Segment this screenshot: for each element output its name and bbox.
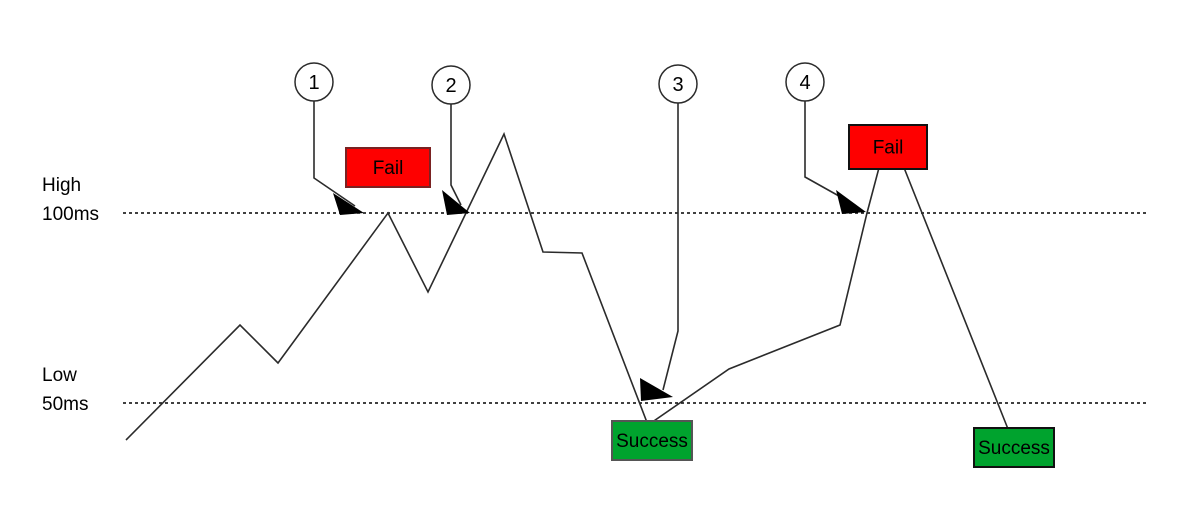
latency-series: [125, 127, 1009, 441]
callout-3-circle[interactable]: [658, 64, 698, 104]
threshold-lines: [123, 212, 1147, 404]
status-badge-success-2[interactable]: Success: [973, 427, 1055, 468]
status-badge-fail-2-label: Fail: [873, 138, 904, 159]
callout-1-arrowhead: [333, 193, 364, 215]
callout-4-number: 4: [799, 72, 810, 94]
status-badge-success-2-box[interactable]: [973, 427, 1055, 468]
status-badge-fail-1-box[interactable]: [345, 147, 431, 188]
callout-4[interactable]: 4: [785, 62, 866, 214]
status-badge-success-1-box[interactable]: [611, 420, 693, 461]
callout-2-arrowhead: [442, 190, 470, 215]
callout-2-leader: [450, 104, 462, 206]
callout-2-number: 2: [445, 75, 456, 97]
status-badge-fail-2[interactable]: Fail: [848, 124, 928, 170]
callout-4-arrowhead: [836, 190, 866, 214]
callout-1-number: 1: [308, 72, 319, 94]
status-badge-success-1-label: Success: [616, 431, 688, 452]
callout-3[interactable]: 3: [640, 64, 698, 401]
callout-2-circle[interactable]: [431, 65, 471, 105]
status-badge-success-2-label: Success: [978, 438, 1050, 459]
callout-4-circle[interactable]: [785, 62, 825, 102]
axis-label-high-value: 100ms: [42, 204, 99, 225]
status-badge-fail-1-label: Fail: [373, 158, 404, 179]
latency-polyline: [125, 127, 1009, 441]
status-badge-fail-1[interactable]: Fail: [345, 147, 431, 188]
status-badge-success-1[interactable]: Success: [611, 420, 693, 461]
callout-1-leader: [313, 101, 356, 207]
status-badge-fail-2-box[interactable]: [848, 124, 928, 170]
callout-4-leader: [804, 101, 856, 206]
callout-3-arrowhead: [640, 378, 673, 401]
callout-3-number: 3: [672, 74, 683, 96]
axis-labels: High 100ms Low 50ms: [42, 175, 99, 415]
axis-label-low-name: Low: [42, 365, 77, 386]
axis-label-low-value: 50ms: [42, 394, 88, 415]
callout-1-circle[interactable]: [294, 62, 334, 102]
callout-3-leader: [662, 103, 679, 391]
callout-1[interactable]: 1: [294, 62, 364, 215]
axis-label-high-name: High: [42, 175, 81, 196]
callout-2[interactable]: 2: [431, 65, 471, 215]
